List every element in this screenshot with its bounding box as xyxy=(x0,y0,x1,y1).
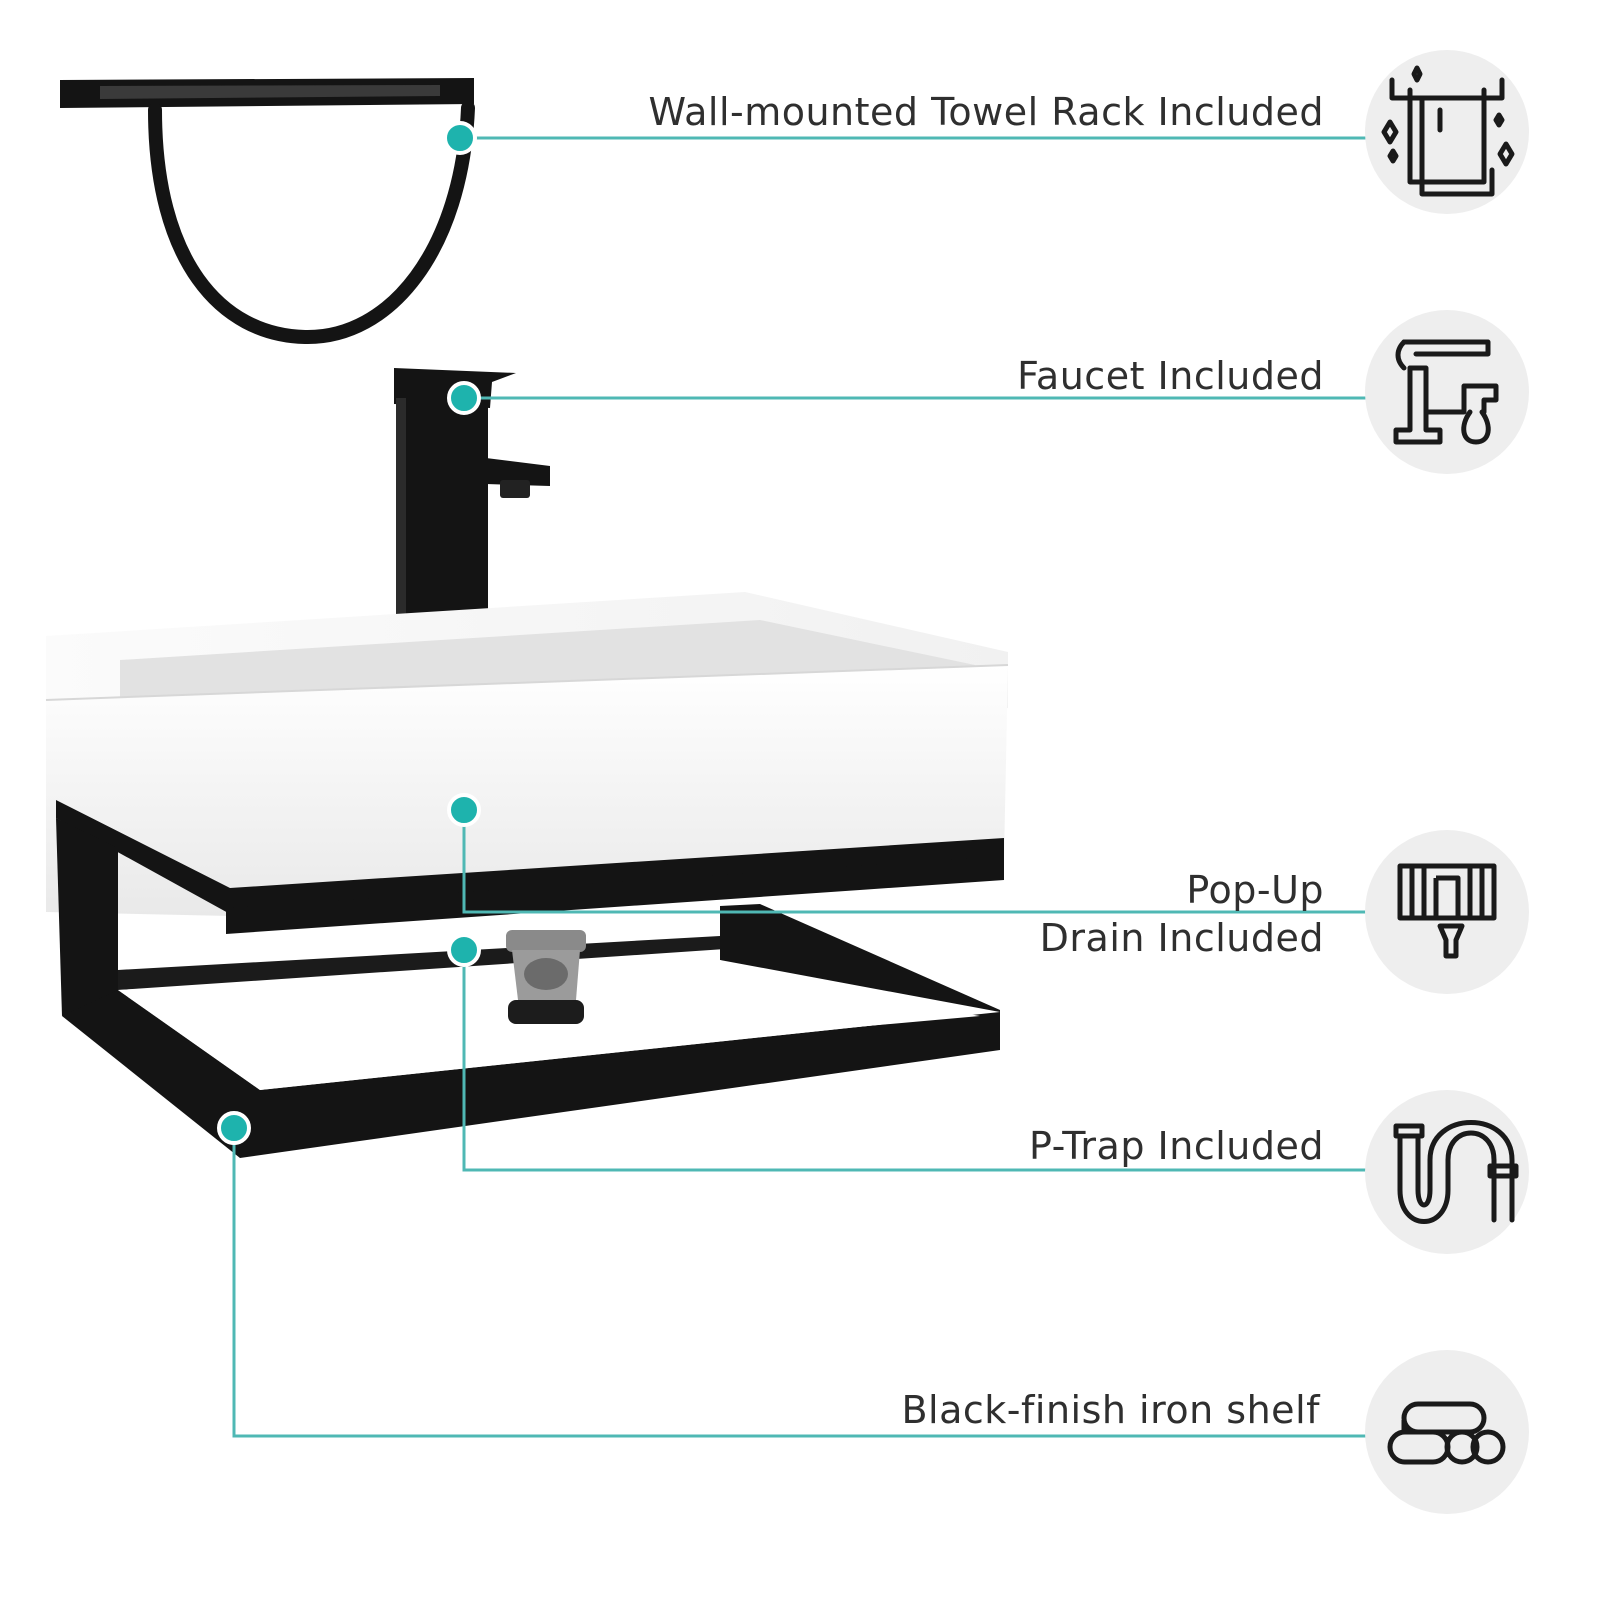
shelf-bottom-frame xyxy=(62,990,1000,1158)
callout-dot-faucet xyxy=(447,381,481,415)
p-trap-icon xyxy=(1365,1090,1529,1254)
towel-rack-icon xyxy=(1365,50,1529,214)
ceramic-basin xyxy=(45,592,1009,916)
faucet-body-shade xyxy=(396,398,406,626)
faucet-aerator xyxy=(500,480,530,498)
callout-dot-drain xyxy=(447,793,481,827)
shelf-left-post xyxy=(56,818,118,1016)
faucet-icon xyxy=(1365,310,1529,474)
towel-rack-label: Wall-mounted Towel Rack Included xyxy=(648,90,1324,134)
callout-dot-towel xyxy=(443,121,477,155)
shelf-front-band xyxy=(226,856,1004,934)
towel-rack xyxy=(60,78,475,345)
towel-rack-ring xyxy=(148,101,475,345)
drain-collar xyxy=(506,930,586,952)
pop-up-drain-icon xyxy=(1365,830,1529,994)
towel-rack-top-opening xyxy=(100,85,440,99)
basin-rim-edge xyxy=(45,664,1009,701)
pop-up-drain xyxy=(506,930,586,1024)
drain-window xyxy=(524,958,568,990)
faucet-label: Faucet Included xyxy=(1017,354,1324,398)
iron-shelf-icon xyxy=(1365,1350,1529,1514)
basin-front xyxy=(46,665,1008,916)
faucet-spout xyxy=(486,458,550,486)
callout-dot-ptrap xyxy=(447,933,481,967)
pop-up-drain-label-line1: Pop-Up xyxy=(1186,868,1324,912)
pop-up-drain-label-line2: Drain Included xyxy=(1039,916,1324,960)
iron-shelf xyxy=(56,800,1004,1158)
callout-line-drain xyxy=(462,810,1366,914)
shelf-inner-back xyxy=(150,970,980,1080)
pop-up-drain-label: Pop-Up Drain Included xyxy=(1040,866,1324,962)
p-trap-label: P-Trap Included xyxy=(1029,1124,1324,1168)
faucet xyxy=(394,368,550,626)
callout-line-ptrap xyxy=(462,950,1366,1172)
drain-nut xyxy=(508,1000,584,1024)
iron-shelf-label: Black-finish iron shelf xyxy=(901,1388,1320,1432)
callout-lines xyxy=(232,136,1366,1438)
callout-dot-shelf xyxy=(217,1111,251,1145)
faucet-body xyxy=(396,398,488,626)
callout-line-shelf xyxy=(232,1128,1366,1438)
callout-dots xyxy=(217,121,481,1145)
shelf-top-band xyxy=(56,800,1004,914)
